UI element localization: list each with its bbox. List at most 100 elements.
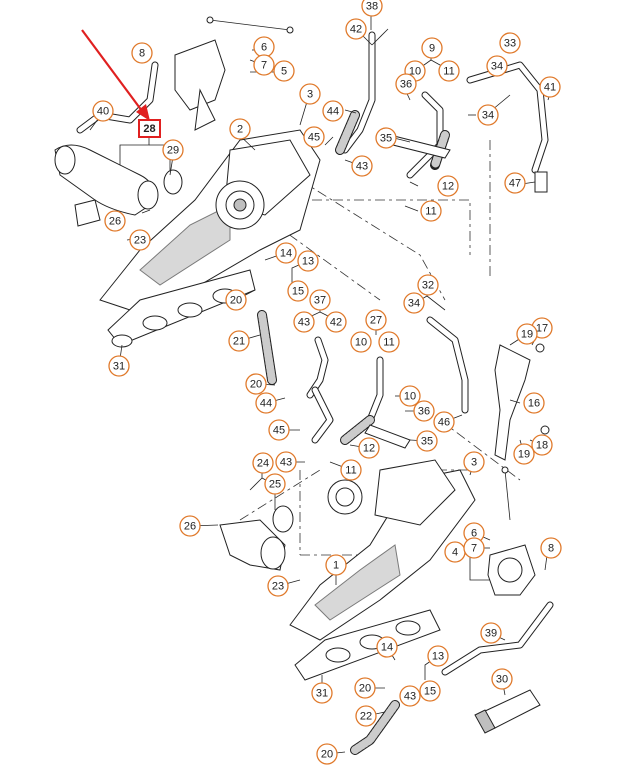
- callout-label: 31: [113, 361, 125, 373]
- callout-c3a: 3: [299, 83, 321, 105]
- callout-label: 34: [408, 298, 420, 310]
- pipe-40: [76, 61, 159, 134]
- callout-c19b: 19: [513, 443, 535, 465]
- callout-c12a: 12: [437, 175, 459, 197]
- callout-c25: 25: [264, 473, 286, 495]
- callout-c46: 46: [433, 411, 455, 433]
- callout-label: 40: [97, 106, 109, 118]
- pipe-39: [441, 601, 554, 676]
- callout-label: 11: [443, 66, 454, 78]
- callout-circle: [162, 139, 184, 161]
- callout-c35a: 35: [375, 127, 397, 149]
- callout-c16: 16: [523, 392, 545, 414]
- callout-c26b: 26: [179, 515, 201, 537]
- callout-circle: [131, 42, 153, 64]
- callout-circle: [229, 118, 251, 140]
- callout-label: 24: [257, 458, 269, 470]
- callout-circle: [486, 55, 508, 77]
- intake-pipe-28: [54, 144, 183, 227]
- callout-label: 20: [359, 683, 371, 695]
- callout-circle: [499, 32, 521, 54]
- callout-c43a: 43: [351, 155, 373, 177]
- upper-exhaust-manifold-turbo: [99, 129, 321, 348]
- callout-c31b: 31: [311, 682, 333, 704]
- callout-label: 16: [528, 398, 540, 410]
- callout-label: 4: [452, 547, 458, 559]
- callout-circle: [252, 452, 274, 474]
- callout-c23b: 23: [267, 575, 289, 597]
- callout-c45b: 45: [268, 419, 290, 441]
- callout-label: 13: [432, 651, 444, 663]
- callout-circle: [477, 104, 499, 126]
- highlight-box: [138, 119, 161, 138]
- callout-label: 3: [307, 89, 313, 101]
- callout-c39: 39: [480, 622, 502, 644]
- callout-label: 15: [292, 286, 304, 298]
- callout-circle: [539, 76, 561, 98]
- callout-circle: [437, 175, 459, 197]
- callout-circle: [354, 677, 376, 699]
- callout-circle: [322, 100, 344, 122]
- bracket-part-5: [174, 16, 294, 131]
- callout-c10b: 10: [350, 331, 372, 353]
- callout-c12b: 12: [358, 437, 380, 459]
- callout-label: 43: [280, 457, 292, 469]
- callout-c20d: 20: [316, 743, 338, 765]
- highlighted-part-28-label: 28: [138, 119, 161, 138]
- callout-c33: 33: [499, 32, 521, 54]
- callout-c35b: 35: [416, 430, 438, 452]
- callout-circle: [540, 537, 562, 559]
- callout-circle: [129, 229, 151, 251]
- callout-c13a: 13: [297, 250, 319, 272]
- callout-circle: [463, 537, 485, 559]
- callout-c14a: 14: [275, 242, 297, 264]
- callout-c32: 32: [417, 274, 439, 296]
- callout-c4: 4: [444, 541, 466, 563]
- callout-circle: [275, 451, 297, 473]
- callout-label: 6: [471, 528, 477, 540]
- callout-circle: [228, 330, 250, 352]
- lower-coolant-lines: [257, 310, 469, 755]
- callout-label: 41: [544, 82, 556, 94]
- callout-circle: [316, 743, 338, 765]
- callout-label: 38: [366, 1, 378, 13]
- boost-actuator-4: [487, 466, 536, 596]
- callout-c6a: 6: [253, 36, 275, 58]
- callout-label: 15: [424, 686, 436, 698]
- callout-circle: [403, 292, 425, 314]
- callout-c7b: 7: [463, 537, 485, 559]
- callout-circle: [273, 60, 295, 82]
- callout-c15b: 15: [419, 680, 441, 702]
- callout-circle: [480, 622, 502, 644]
- callout-label: 19: [521, 329, 533, 341]
- callout-label: 33: [504, 38, 516, 50]
- callout-label: 42: [330, 317, 342, 329]
- callout-c20a: 20: [225, 289, 247, 311]
- callout-label: 23: [134, 235, 146, 247]
- callout-circle: [361, 0, 383, 17]
- callout-c30: 30: [491, 668, 513, 690]
- callout-c21: 21: [228, 330, 250, 352]
- callout-label: 46: [438, 417, 450, 429]
- callout-circle: [516, 323, 538, 345]
- callout-circle: [92, 100, 114, 122]
- callout-layer: 1233456677889101010111111111212131314141…: [92, 0, 562, 765]
- callout-c34c: 34: [403, 292, 425, 314]
- callout-c2: 2: [229, 118, 251, 140]
- callout-circle: [365, 309, 387, 331]
- callout-c43c: 43: [275, 451, 297, 473]
- callout-label: 11: [345, 465, 356, 477]
- callout-circle: [433, 411, 455, 433]
- callout-c20c: 20: [354, 677, 376, 699]
- callout-c34b: 34: [477, 104, 499, 126]
- callout-circle: [375, 127, 397, 149]
- callout-c8a: 8: [131, 42, 153, 64]
- callout-circle: [355, 705, 377, 727]
- callout-label: 19: [518, 449, 530, 461]
- callout-circle: [421, 37, 443, 59]
- callout-label: 20: [230, 295, 242, 307]
- callout-c47: 47: [504, 172, 526, 194]
- callout-circle: [309, 289, 331, 311]
- callout-label: 45: [273, 425, 285, 437]
- callout-c11a: 11: [438, 60, 460, 82]
